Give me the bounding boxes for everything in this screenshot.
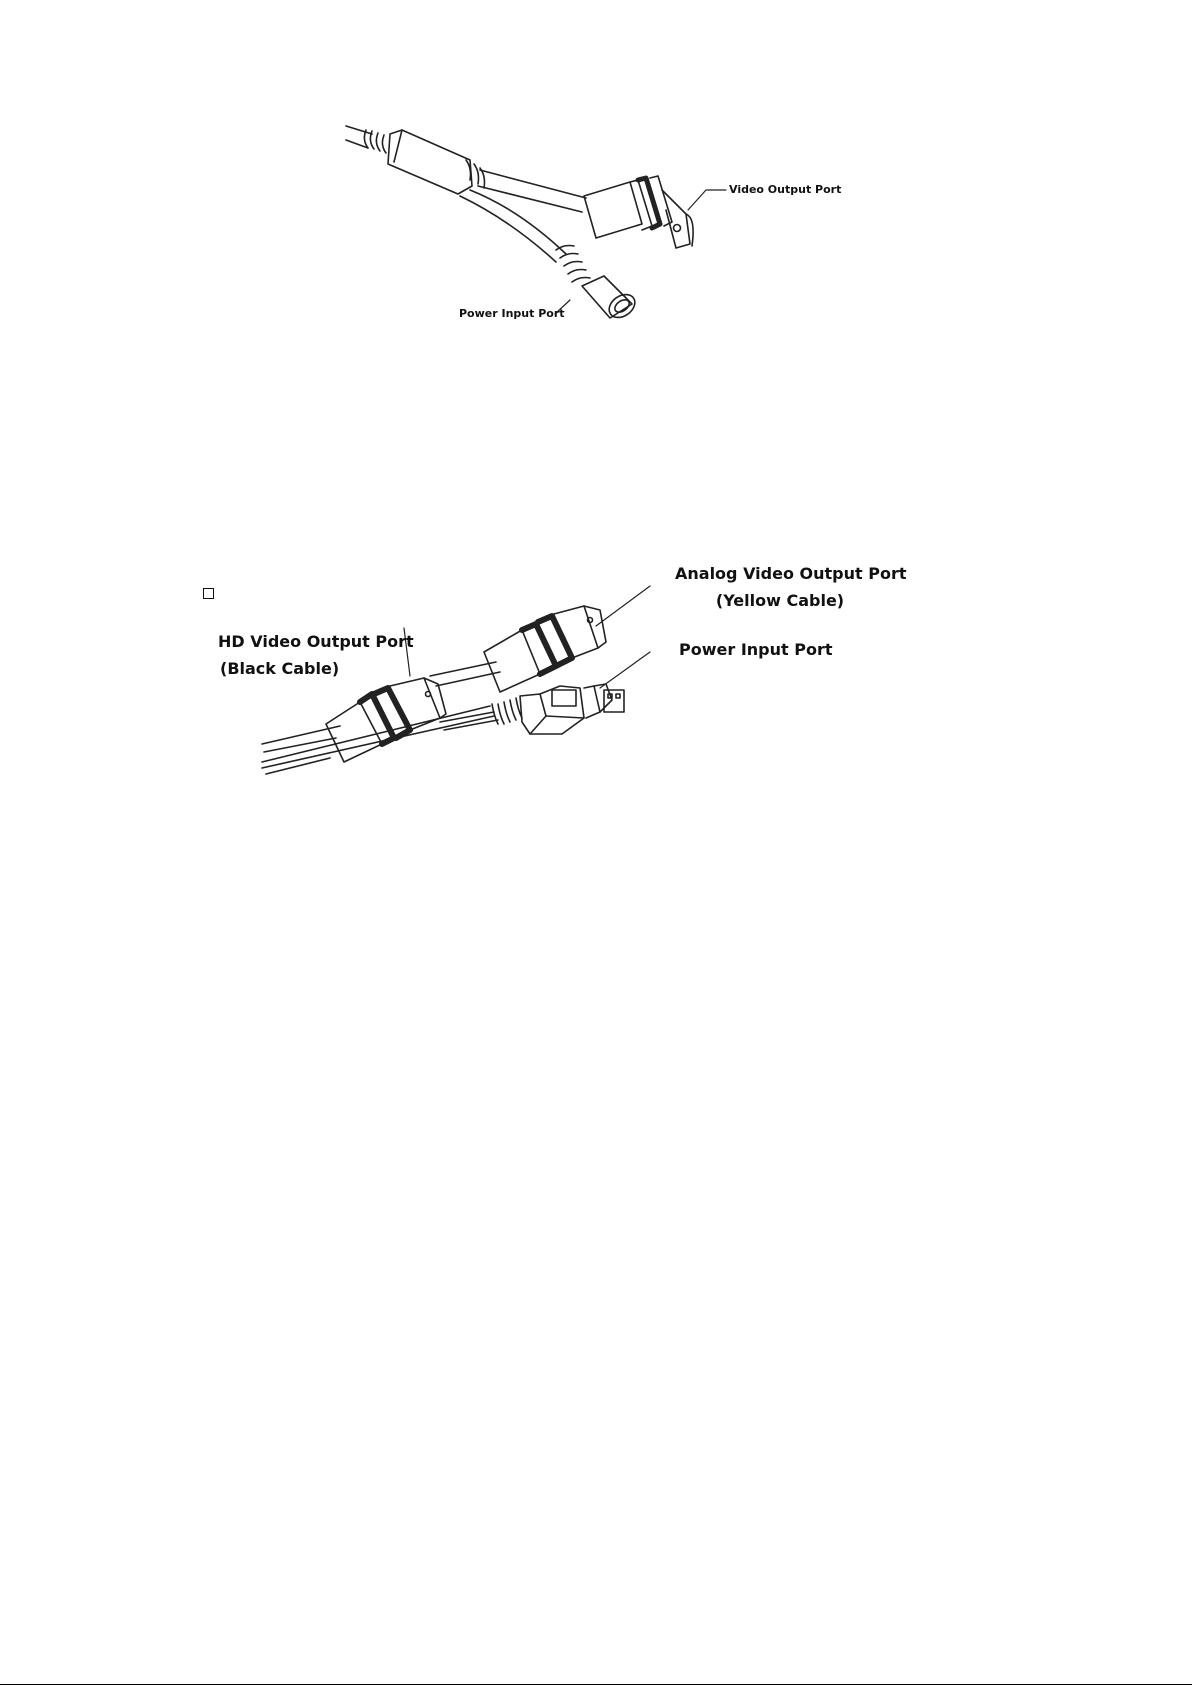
hd-video-label-line1: HD Video Output Port — [218, 628, 414, 655]
hd-video-label-line2: (Black Cable) — [218, 655, 414, 682]
cable-diagram-2 — [0, 0, 1192, 800]
power-input-port-label-2: Power Input Port — [679, 636, 832, 663]
analog-video-label-line1: Analog Video Output Port — [675, 560, 885, 587]
analog-connector — [484, 606, 606, 692]
analog-video-output-port-label: Analog Video Output Port (Yellow Cable) — [675, 560, 885, 614]
analog-video-label-line2: (Yellow Cable) — [675, 587, 885, 614]
power-plug — [492, 684, 624, 734]
hd-video-output-port-label: HD Video Output Port (Black Cable) — [218, 628, 414, 682]
